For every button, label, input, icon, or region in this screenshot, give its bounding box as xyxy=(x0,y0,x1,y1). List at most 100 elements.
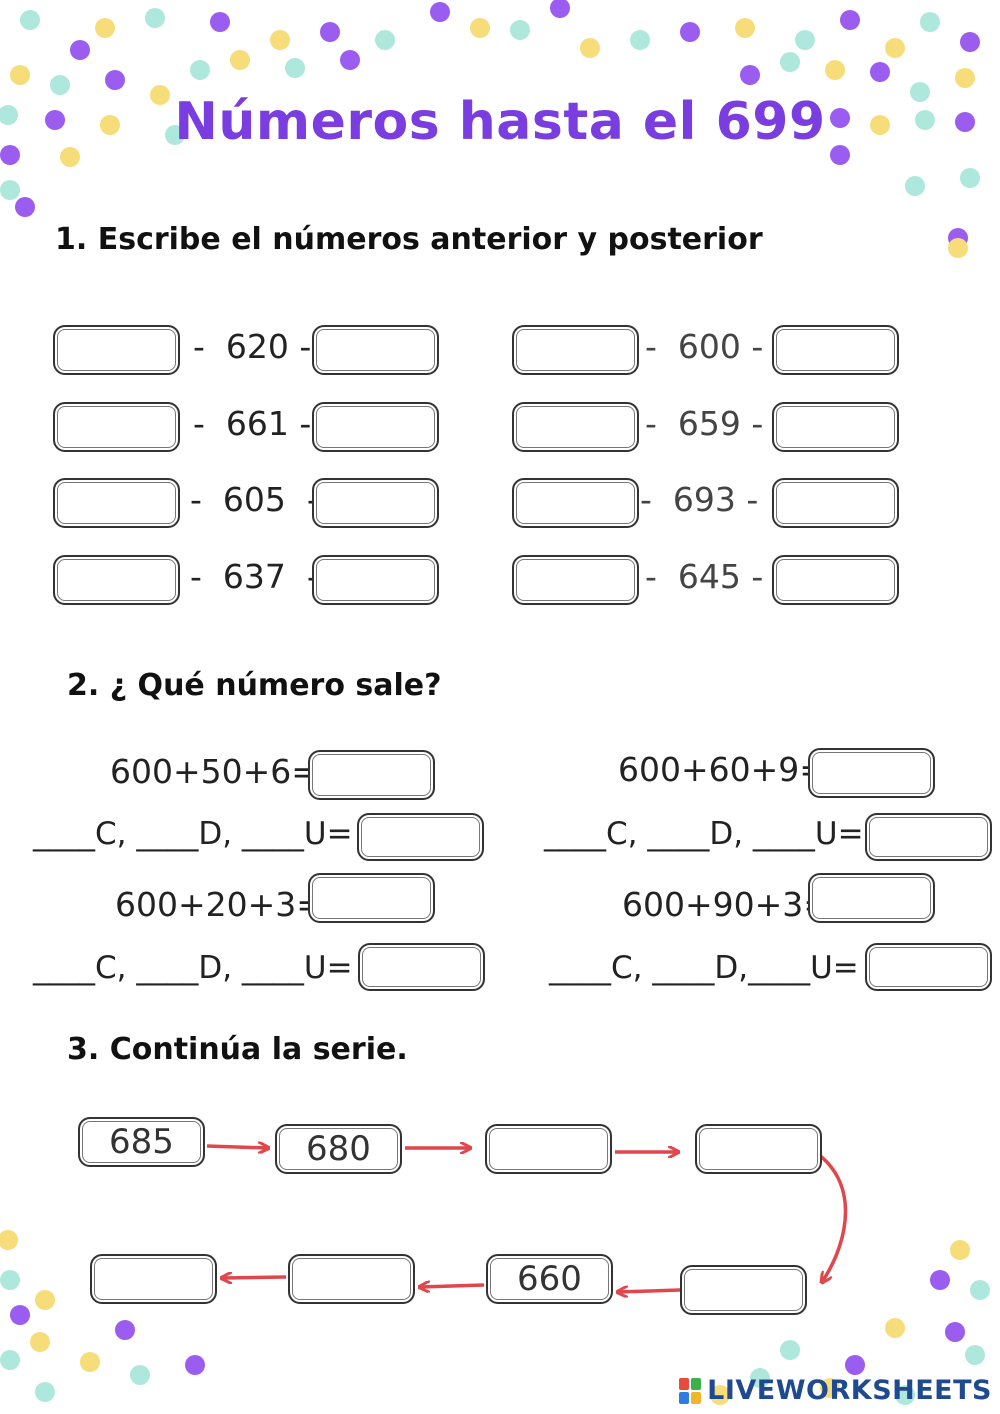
answer-box-before[interactable] xyxy=(53,555,180,605)
cdu-answer-box[interactable] xyxy=(865,813,992,861)
series-box[interactable] xyxy=(695,1124,822,1174)
number-label: - 620 - xyxy=(193,327,312,366)
answer-box-after[interactable] xyxy=(772,478,899,528)
confetti-dot xyxy=(740,65,760,85)
confetti-dot xyxy=(955,68,975,88)
answer-box-before[interactable] xyxy=(512,555,639,605)
confetti-dot xyxy=(885,38,905,58)
answer-box-before[interactable] xyxy=(53,402,180,452)
confetti-dot xyxy=(150,85,170,105)
cdu-answer-box[interactable] xyxy=(357,813,484,861)
confetti-dot xyxy=(10,1305,30,1325)
confetti-dot xyxy=(190,60,210,80)
confetti-dot xyxy=(550,0,570,18)
answer-box-after[interactable] xyxy=(772,555,899,605)
confetti-dot xyxy=(840,10,860,30)
answer-box-after[interactable] xyxy=(312,555,439,605)
confetti-dot xyxy=(230,50,250,70)
answer-box-before[interactable] xyxy=(53,325,180,375)
confetti-dot xyxy=(945,1322,965,1342)
cdu-answer-box[interactable] xyxy=(865,943,992,991)
confetti-dot xyxy=(780,1340,800,1360)
answer-box-before[interactable] xyxy=(512,325,639,375)
answer-box-after[interactable] xyxy=(312,325,439,375)
confetti-dot xyxy=(80,1352,100,1372)
confetti-dot xyxy=(905,176,925,196)
confetti-dot xyxy=(825,60,845,80)
number-label: - 637 - xyxy=(190,557,319,596)
watermark-text: LIVEWORKSHEETS xyxy=(707,1375,992,1406)
confetti-dot xyxy=(100,115,120,135)
series-box[interactable]: 680 xyxy=(275,1124,402,1174)
confetti-dot xyxy=(920,12,940,32)
confetti-dot xyxy=(210,12,230,32)
confetti-dot xyxy=(0,1270,20,1290)
cdu-label: ____C, ____D, ____U= xyxy=(544,816,864,852)
answer-box-after[interactable] xyxy=(312,402,439,452)
confetti-dot xyxy=(915,110,935,130)
confetti-dot xyxy=(960,168,980,188)
confetti-dot xyxy=(20,10,40,30)
expression-answer-box[interactable] xyxy=(308,750,435,800)
series-arrow xyxy=(618,1290,681,1292)
confetti-dot xyxy=(60,147,80,167)
confetti-dot xyxy=(375,30,395,50)
answer-box-after[interactable] xyxy=(312,478,439,528)
confetti-dot xyxy=(955,112,975,132)
confetti-dot xyxy=(630,30,650,50)
confetti-dot xyxy=(510,20,530,40)
series-box[interactable] xyxy=(680,1265,807,1315)
series-arrow xyxy=(222,1277,287,1278)
confetti-dot xyxy=(285,58,305,78)
confetti-dot xyxy=(948,238,968,258)
expression-answer-box[interactable] xyxy=(808,873,935,923)
answer-box-before[interactable] xyxy=(512,478,639,528)
confetti-dot xyxy=(470,18,490,38)
confetti-dot xyxy=(430,2,450,22)
cdu-answer-box[interactable] xyxy=(358,943,485,991)
series-curve-arrow xyxy=(811,1148,848,1282)
section3-heading: 3. Continúa la serie. xyxy=(67,1032,408,1067)
liveworksheets-logo-icon xyxy=(679,1377,702,1404)
confetti-dot xyxy=(870,62,890,82)
answer-box-after[interactable] xyxy=(772,325,899,375)
confetti-dot xyxy=(845,1355,865,1375)
expression-answer-box[interactable] xyxy=(308,873,435,923)
answer-box-before[interactable] xyxy=(512,402,639,452)
answer-box-after[interactable] xyxy=(772,402,899,452)
confetti-dot xyxy=(105,70,125,90)
expression-label: 600+60+9= xyxy=(618,750,827,789)
series-arrow xyxy=(206,1146,268,1148)
series-box[interactable] xyxy=(485,1124,612,1174)
cdu-label: ____C, ____D, ____U= xyxy=(33,816,353,852)
confetti-dot xyxy=(680,22,700,42)
answer-box-before[interactable] xyxy=(53,478,180,528)
number-label: - 600 - xyxy=(645,327,764,366)
expression-label: 600+20+3= xyxy=(115,885,324,924)
confetti-dot xyxy=(0,1230,18,1250)
confetti-dot xyxy=(930,1270,950,1290)
series-box[interactable]: 685 xyxy=(78,1117,205,1167)
series-box[interactable] xyxy=(288,1254,415,1304)
section2-heading: 2. ¿ Qué número sale? xyxy=(67,668,442,703)
series-box[interactable] xyxy=(90,1254,217,1304)
confetti-dot xyxy=(0,1350,20,1370)
confetti-dot xyxy=(830,108,850,128)
number-label: - 661 - xyxy=(193,404,312,443)
confetti-dot xyxy=(910,82,930,102)
confetti-dot xyxy=(970,1280,990,1300)
confetti-dot xyxy=(15,197,35,217)
confetti-dot xyxy=(320,22,340,42)
confetti-dot xyxy=(115,1320,135,1340)
confetti-dot xyxy=(820,1378,840,1398)
confetti-dot xyxy=(35,1382,55,1402)
confetti-dot xyxy=(960,32,980,52)
confetti-dot xyxy=(185,1355,205,1375)
confetti-dot xyxy=(710,1385,730,1405)
confetti-dot xyxy=(895,1385,915,1405)
series-box[interactable]: 660 xyxy=(486,1254,613,1304)
number-label: - 659 - xyxy=(645,404,764,443)
cdu-label: ____C, ____D,____U= xyxy=(549,950,859,986)
expression-answer-box[interactable] xyxy=(808,748,935,798)
